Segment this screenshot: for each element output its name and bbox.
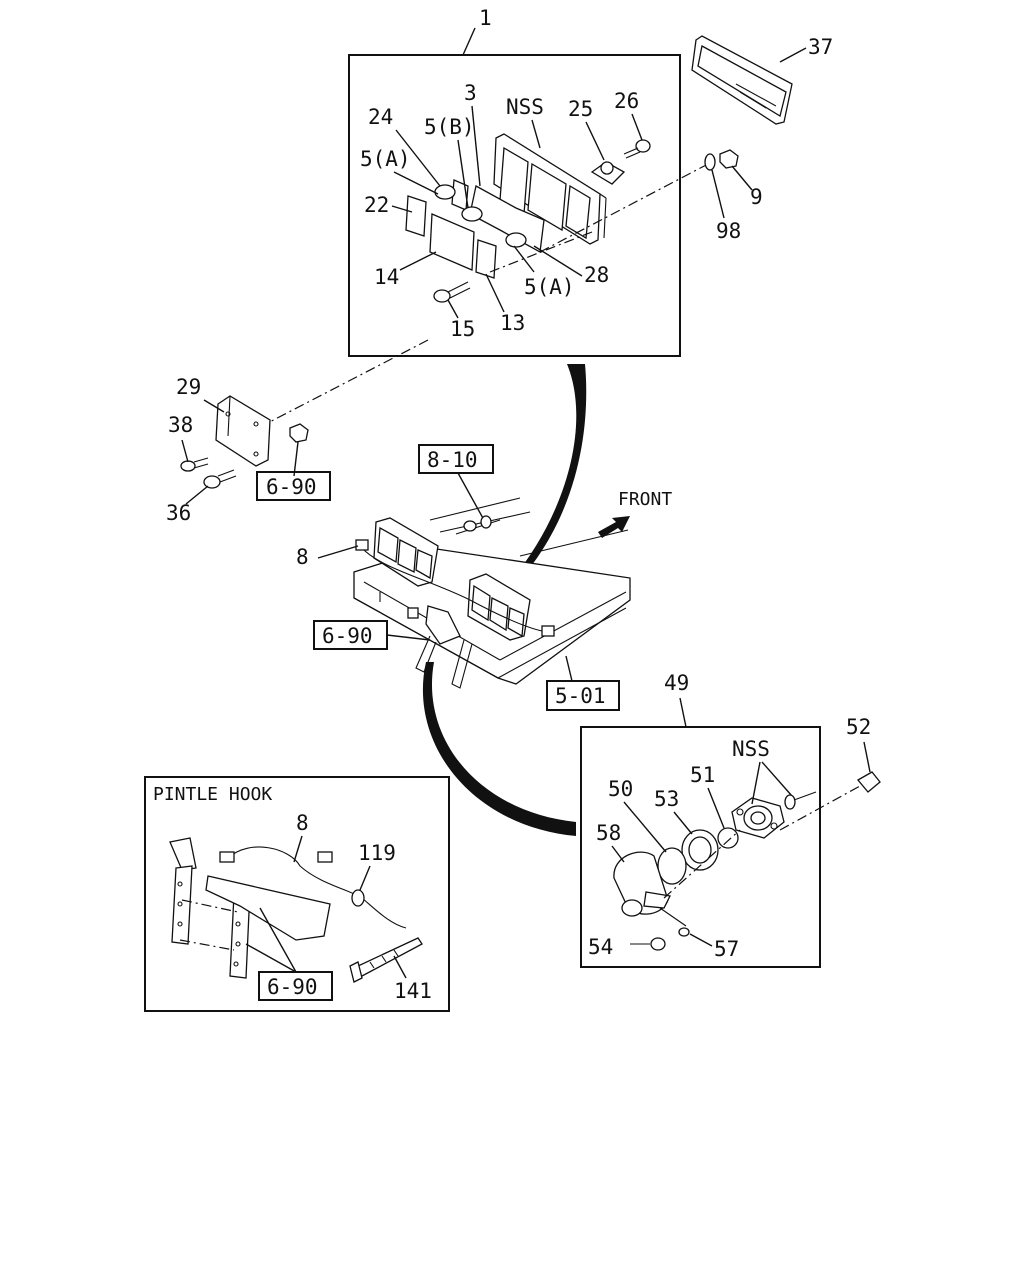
terminal-nss bbox=[784, 791, 817, 810]
screw-15 bbox=[433, 281, 471, 303]
label-5a-left: 5(A) bbox=[360, 147, 411, 171]
label-front: FRONT bbox=[618, 489, 672, 510]
cover-58 bbox=[613, 851, 671, 917]
ref-box-6-90-a bbox=[256, 471, 331, 501]
pintle-hook-box bbox=[144, 776, 450, 1012]
lamp-housing bbox=[493, 133, 607, 245]
label-52: 52 bbox=[846, 715, 871, 739]
label-ref-6-90-a: 6-90 bbox=[266, 475, 317, 499]
label-50: 50 bbox=[608, 777, 633, 801]
label-8-pintle: 8 bbox=[296, 811, 309, 835]
lens-50 bbox=[657, 847, 687, 885]
label-57: 57 bbox=[714, 937, 739, 961]
label-24: 24 bbox=[368, 105, 393, 129]
label-nss-top: NSS bbox=[506, 95, 544, 119]
pintle-harness bbox=[219, 846, 407, 929]
bulb-5b bbox=[461, 206, 483, 222]
label-ref-6-90-c: 6-90 bbox=[267, 975, 318, 999]
lamp-base-nss bbox=[731, 797, 785, 839]
gasket-53 bbox=[681, 829, 719, 871]
lamp-49-box bbox=[580, 726, 821, 968]
connector-52 bbox=[857, 771, 881, 793]
screw-26 bbox=[623, 139, 651, 159]
bulb-5a-right bbox=[505, 232, 527, 248]
pintle-bracket bbox=[169, 837, 331, 979]
label-29: 29 bbox=[176, 375, 201, 399]
label-25: 25 bbox=[568, 97, 593, 121]
label-28: 28 bbox=[584, 263, 609, 287]
bulb-51 bbox=[717, 827, 739, 849]
lens-13 bbox=[475, 239, 497, 279]
label-13: 13 bbox=[500, 311, 525, 335]
label-15: 15 bbox=[450, 317, 475, 341]
bulb-24 bbox=[434, 184, 456, 200]
gasket-22 bbox=[405, 195, 427, 237]
connector-curve-bottom bbox=[422, 662, 576, 836]
label-ref-8-10: 8-10 bbox=[427, 448, 478, 472]
label-pintle-hook: PINTLE HOOK bbox=[153, 784, 272, 805]
label-26: 26 bbox=[614, 89, 639, 113]
label-38: 38 bbox=[168, 413, 193, 437]
nut-6-90 bbox=[289, 423, 309, 443]
label-ref-5-01: 5-01 bbox=[555, 684, 606, 708]
label-51: 51 bbox=[690, 763, 715, 787]
label-37: 37 bbox=[808, 35, 833, 59]
label-53: 53 bbox=[654, 787, 679, 811]
label-22: 22 bbox=[364, 193, 389, 217]
vehicle-frame bbox=[353, 497, 631, 689]
label-9: 9 bbox=[750, 185, 763, 209]
ref-box-5-01 bbox=[546, 680, 620, 711]
ref-box-8-10 bbox=[418, 444, 494, 474]
label-36: 36 bbox=[166, 501, 191, 525]
bolt-38 bbox=[180, 457, 209, 472]
screw-54 bbox=[630, 937, 666, 951]
washer-57 bbox=[678, 927, 690, 937]
label-5b: 5(B) bbox=[424, 115, 475, 139]
lamp-assembly-box bbox=[348, 54, 681, 357]
nut-9 bbox=[719, 149, 739, 169]
label-ref-6-90-b: 6-90 bbox=[322, 624, 373, 648]
label-1: 1 bbox=[479, 6, 492, 30]
label-54: 54 bbox=[588, 935, 613, 959]
label-8: 8 bbox=[296, 545, 309, 569]
label-98: 98 bbox=[716, 219, 741, 243]
bracket-29 bbox=[215, 395, 271, 467]
label-58: 58 bbox=[596, 821, 621, 845]
label-3: 3 bbox=[464, 81, 477, 105]
label-141: 141 bbox=[394, 979, 432, 1003]
lens-14 bbox=[429, 213, 475, 271]
label-5a-right: 5(A) bbox=[524, 275, 575, 299]
cover-37 bbox=[691, 35, 793, 125]
label-nss-lamp: NSS bbox=[732, 737, 770, 761]
cable-tie-141 bbox=[349, 937, 423, 983]
reflector-25 bbox=[590, 161, 626, 185]
label-119: 119 bbox=[358, 841, 396, 865]
label-14: 14 bbox=[374, 265, 399, 289]
label-49: 49 bbox=[664, 671, 689, 695]
front-arrow bbox=[598, 516, 630, 538]
connector-curve-top bbox=[510, 364, 587, 582]
washer-98 bbox=[704, 153, 716, 171]
bolt-36 bbox=[203, 469, 237, 489]
